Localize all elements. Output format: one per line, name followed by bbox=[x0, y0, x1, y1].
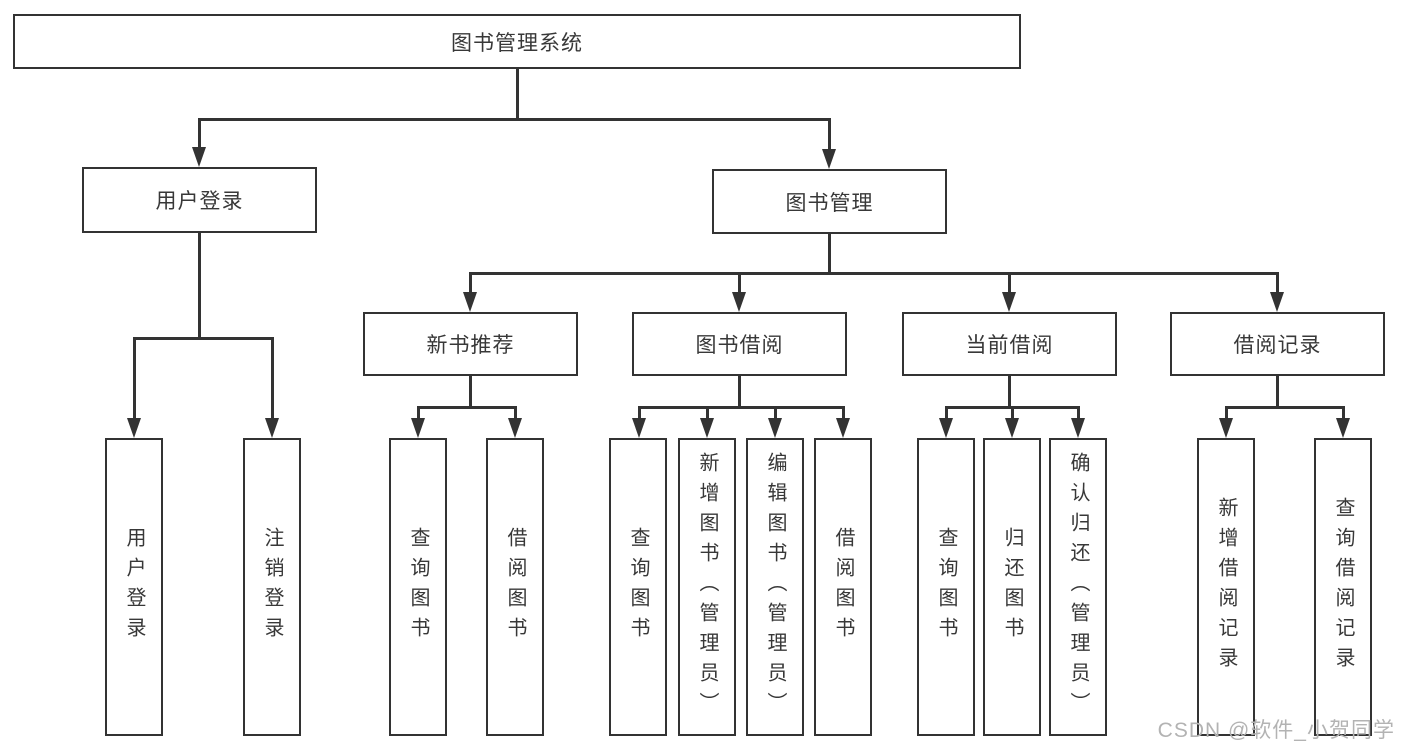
edge-borrow-record-stem bbox=[1276, 376, 1279, 406]
leaf-query-borrow-record: 查询借阅记录 bbox=[1314, 438, 1372, 736]
node-book-management: 图书管理 bbox=[712, 169, 947, 234]
node-label: 图书管理系统 bbox=[451, 31, 583, 55]
arrowhead-book-borrow bbox=[732, 292, 746, 312]
arrowhead-leaf bbox=[1005, 418, 1019, 438]
edge-root-stem bbox=[516, 69, 519, 118]
node-label: 图书管理 bbox=[785, 191, 874, 215]
leaf-query-books-borrow: 查询图书 bbox=[609, 438, 667, 736]
arrowhead-leaf bbox=[411, 418, 425, 438]
edge-user-login-split bbox=[133, 337, 273, 340]
edge-drop-leaf bbox=[945, 406, 948, 418]
edge-drop-current-borrow bbox=[1008, 272, 1011, 292]
leaf-label: 查询图书 bbox=[407, 527, 429, 647]
leaf-label: 新增图书（管理员） bbox=[696, 452, 718, 722]
arrowhead-borrow-record bbox=[1270, 292, 1284, 312]
node-new-book-recommend: 新书推荐 bbox=[363, 312, 578, 376]
leaf-label: 借阅图书 bbox=[832, 527, 854, 647]
edge-drop-book-borrow bbox=[738, 272, 741, 292]
arrowhead-leaf bbox=[700, 418, 714, 438]
leaf-return-books: 归还图书 bbox=[983, 438, 1041, 736]
node-label: 用户登录 bbox=[155, 190, 244, 213]
arrowhead-leaf bbox=[632, 418, 646, 438]
leaf-label: 借阅图书 bbox=[504, 527, 526, 647]
leaf-label: 注销登录 bbox=[261, 527, 283, 647]
edge-drop-leaf bbox=[706, 406, 709, 418]
arrowhead-leaf bbox=[836, 418, 850, 438]
node-library-management-system: 图书管理系统 bbox=[13, 14, 1021, 69]
leaf-add-books-admin: 新增图书（管理员） bbox=[678, 438, 736, 736]
node-label: 图书借阅 bbox=[695, 334, 784, 357]
leaf-borrow-books-recommend: 借阅图书 bbox=[486, 438, 544, 736]
arrowhead-current-borrow bbox=[1002, 292, 1016, 312]
leaf-label: 查询借阅记录 bbox=[1332, 497, 1354, 677]
arrowhead-leaf bbox=[939, 418, 953, 438]
edge-drop-borrow-record bbox=[1276, 272, 1279, 292]
arrowhead-user-login bbox=[192, 147, 206, 167]
arrowhead-book-management bbox=[822, 149, 836, 169]
leaf-label: 新增借阅记录 bbox=[1215, 497, 1237, 677]
arrowhead-leaf bbox=[1071, 418, 1085, 438]
edge-drop-leaf bbox=[638, 406, 641, 418]
node-borrowing-records: 借阅记录 bbox=[1170, 312, 1385, 376]
leaf-query-books-recommend: 查询图书 bbox=[389, 438, 447, 736]
node-label: 新书推荐 bbox=[426, 334, 515, 357]
edge-book-borrow-stem bbox=[738, 376, 741, 406]
edge-book-borrow-split bbox=[638, 406, 844, 409]
leaf-label: 归还图书 bbox=[1001, 527, 1023, 647]
arrowhead-login-leaf bbox=[127, 418, 141, 438]
edge-drop-leaf bbox=[774, 406, 777, 418]
csdn-watermark: CSDN @软件_小贺同学 bbox=[1157, 719, 1395, 742]
node-book-borrowing: 图书借阅 bbox=[632, 312, 847, 376]
leaf-user-login: 用户登录 bbox=[105, 438, 163, 736]
edge-drop-leaf bbox=[514, 406, 517, 418]
edge-drop-leaf bbox=[1342, 406, 1345, 418]
edge-new-book-split bbox=[417, 406, 516, 409]
edge-drop-leaf bbox=[417, 406, 420, 418]
leaf-add-borrow-record: 新增借阅记录 bbox=[1197, 438, 1255, 736]
edge-current-borrow-stem bbox=[1008, 376, 1011, 406]
edge-user-login-stem bbox=[198, 233, 201, 337]
arrowhead-leaf bbox=[1219, 418, 1233, 438]
arrowhead-new-book bbox=[463, 292, 477, 312]
edge-drop-leaf bbox=[842, 406, 845, 418]
leaf-label: 编辑图书（管理员） bbox=[764, 452, 786, 722]
leaf-label: 查询图书 bbox=[935, 527, 957, 647]
leaf-query-books-current: 查询图书 bbox=[917, 438, 975, 736]
edge-borrow-record-split bbox=[1225, 406, 1344, 409]
edge-drop-logout-leaf bbox=[271, 337, 274, 418]
edge-drop-leaf bbox=[1225, 406, 1228, 418]
node-label: 当前借阅 bbox=[965, 334, 1054, 357]
leaf-borrow-books: 借阅图书 bbox=[814, 438, 872, 736]
arrowhead-logout-leaf bbox=[265, 418, 279, 438]
arrowhead-leaf bbox=[1336, 418, 1350, 438]
edge-drop-leaf bbox=[1011, 406, 1014, 418]
leaf-label: 用户登录 bbox=[123, 527, 145, 647]
edge-new-book-stem bbox=[469, 376, 472, 406]
edge-book-management-stem bbox=[828, 234, 831, 272]
leaf-label: 查询图书 bbox=[627, 527, 649, 647]
edge-drop-new-book bbox=[469, 272, 472, 292]
edge-drop-book-management bbox=[828, 118, 831, 149]
edge-drop-login-leaf bbox=[133, 337, 136, 418]
arrowhead-leaf bbox=[508, 418, 522, 438]
edge-drop-leaf bbox=[1077, 406, 1080, 418]
leaf-logout: 注销登录 bbox=[243, 438, 301, 736]
leaf-edit-books-admin: 编辑图书（管理员） bbox=[746, 438, 804, 736]
arrowhead-leaf bbox=[768, 418, 782, 438]
node-user-login: 用户登录 bbox=[82, 167, 317, 233]
edge-drop-user-login bbox=[198, 118, 201, 147]
edge-root-split bbox=[198, 118, 830, 121]
node-label: 借阅记录 bbox=[1233, 334, 1322, 357]
leaf-label: 确认归还（管理员） bbox=[1067, 452, 1089, 722]
leaf-confirm-return-admin: 确认归还（管理员） bbox=[1049, 438, 1107, 736]
edge-book-management-split bbox=[469, 272, 1278, 275]
node-current-borrowing: 当前借阅 bbox=[902, 312, 1117, 376]
